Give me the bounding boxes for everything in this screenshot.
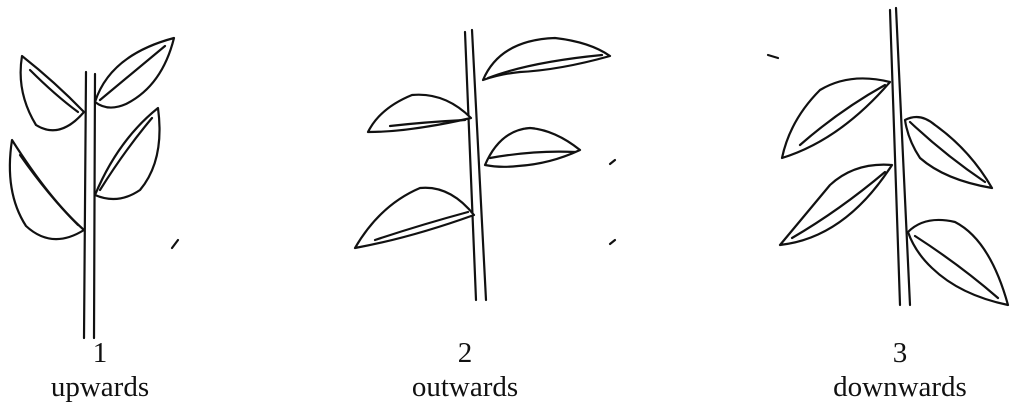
downwards-leaf-illustration	[760, 0, 1011, 330]
leaf	[21, 56, 84, 130]
leaf	[780, 165, 892, 245]
stem	[890, 8, 910, 305]
panel-label: outwards	[385, 372, 545, 402]
panel-label: upwards	[20, 372, 180, 402]
panel-label: downwards	[820, 372, 980, 402]
leaf	[355, 188, 474, 248]
outwards-leaf-illustration	[340, 0, 640, 330]
stem	[84, 72, 95, 338]
panel-downwards: 3 downwards	[760, 0, 1011, 407]
panel-upwards: 1 upwards	[0, 0, 200, 407]
leaf	[368, 95, 471, 132]
stem	[465, 30, 486, 300]
leaf	[485, 128, 580, 167]
panel-outwards: 2 outwards	[340, 0, 640, 407]
upwards-leaf-illustration	[0, 0, 200, 330]
panel-number: 1	[20, 338, 180, 368]
panel-number: 2	[385, 338, 545, 368]
panel-number: 3	[820, 338, 980, 368]
leaf	[908, 220, 1008, 305]
